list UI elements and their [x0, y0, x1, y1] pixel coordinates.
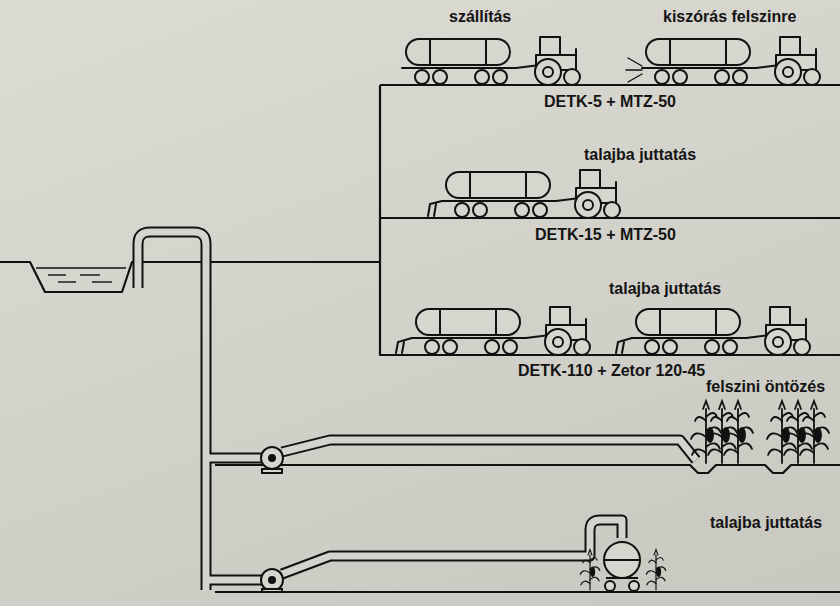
- caption-label: kiszórás felszinre: [663, 8, 796, 26]
- caption-label: talajba juttatás: [609, 280, 721, 298]
- spreader-spray: [626, 58, 642, 82]
- caption-label: DETK-5 + MTZ-50: [544, 93, 676, 111]
- corn-plants: [691, 401, 829, 463]
- caption-label: szállítás: [449, 8, 511, 26]
- ground-lines: [0, 85, 840, 592]
- caption-label: DETK-15 + MTZ-50: [535, 226, 676, 244]
- caption-label: DETK-110 + Zetor 120-45: [518, 362, 705, 380]
- pump: [261, 447, 283, 592]
- injector-tines: [396, 201, 632, 353]
- pond-water: [36, 268, 126, 282]
- tanker-rig: [402, 37, 820, 355]
- caption-label: talajba juttatás: [584, 146, 696, 164]
- injector-unit: [604, 542, 640, 591]
- caption-label: felszini öntözés: [706, 378, 825, 396]
- corn-plants: [580, 550, 666, 590]
- caption-label: talajba juttatás: [710, 514, 822, 532]
